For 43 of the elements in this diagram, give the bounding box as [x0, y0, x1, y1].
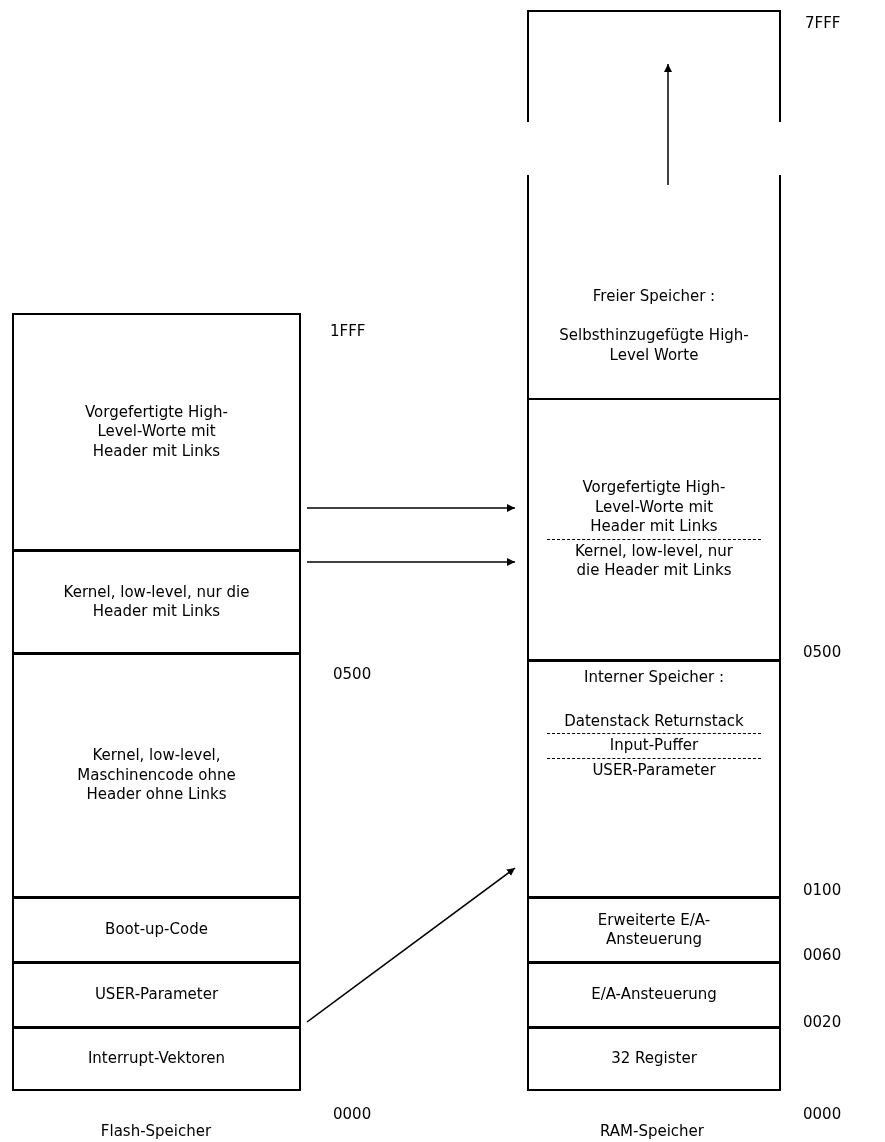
memory-segment — [12, 550, 301, 654]
arrow — [306, 504, 516, 512]
memory-segment — [12, 1027, 301, 1091]
memory-segment — [12, 313, 301, 551]
segment-text: Erweiterte E/A-Ansteuerung — [596, 910, 712, 950]
address-label: 1FFF — [330, 322, 366, 340]
memory-segment — [12, 962, 301, 1028]
address-label: 7FFF — [805, 14, 841, 32]
segment-text: Kernel, low-level, Maschinencode ohne Header ohne Links — [76, 746, 237, 805]
segment-text: Kernel, low-level, nur die Header mit Links — [573, 541, 735, 581]
segment-text: Datenstack Returnstack — [564, 711, 744, 731]
segment-text: Vorgefertigte High-Level-Worte mit Header mit Links — [581, 478, 727, 537]
memory-segment — [527, 10, 781, 399]
segment-text: Vorgefertigte High-Level-Worte mit Header mit Links — [84, 402, 229, 462]
memory-segment — [527, 660, 781, 898]
memory-segment — [527, 1027, 781, 1091]
arrow — [306, 558, 516, 566]
segment-text: Interrupt-Vektoren — [87, 1049, 226, 1069]
segment-text: USER-Parameter — [592, 760, 716, 780]
segment-text: Kernel, low-level, nur die Header mit Links — [62, 582, 251, 622]
address-label: 0020 — [803, 1013, 842, 1031]
segment-text: Selbsthinzugefügte High-Level Worte — [558, 326, 750, 365]
segment-text: Freier Speicher : — [592, 286, 716, 306]
address-label: 0000 — [333, 1105, 372, 1123]
address-label: 0500 — [803, 643, 842, 661]
memory-segment — [12, 897, 301, 963]
memory-segment — [527, 962, 781, 1028]
memory-segment — [527, 398, 781, 661]
arrow — [306, 867, 516, 1023]
address-label: 0060 — [803, 946, 842, 964]
memory-segment — [12, 653, 301, 898]
segment-text: Boot-up-Code — [105, 920, 208, 940]
memory-caption: RAM-Speicher — [600, 1122, 704, 1140]
address-label: 0100 — [803, 881, 842, 899]
segment-text: 32 Register — [611, 1049, 697, 1069]
segment-text: Input-Puffer — [609, 736, 699, 756]
memory-caption: Flash-Speicher — [100, 1122, 212, 1140]
memory-segment — [527, 897, 781, 963]
address-label: 0500 — [333, 665, 372, 683]
segment-text: Interner Speicher : — [584, 668, 724, 688]
segment-text: USER-Parameter — [94, 985, 219, 1005]
segment-text: E/A-Ansteuerung — [591, 985, 717, 1005]
address-label: 0000 — [803, 1105, 842, 1123]
